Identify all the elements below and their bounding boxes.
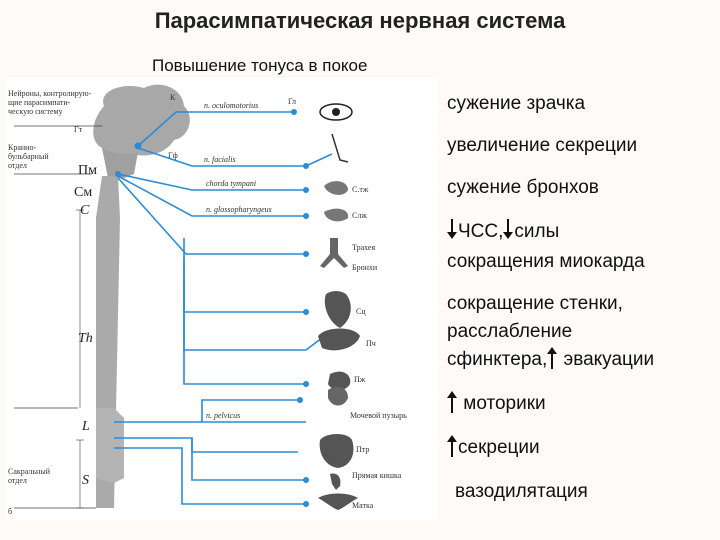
heart-label: Сц (356, 307, 366, 316)
facialis-label: n. facialis (204, 155, 236, 164)
effect-secretion: секреции (447, 434, 540, 462)
cranio-label-1: Кранио- (8, 143, 36, 152)
effect-bronchi: сужение бронхов (447, 177, 599, 198)
neurons-label-1: Нейроны, контролирую- (8, 89, 92, 98)
chorda-line (117, 173, 306, 191)
facialis-line (137, 147, 333, 167)
heart-icon (324, 291, 351, 328)
oculomotor-line (137, 111, 294, 147)
uterus-label: Матка (352, 501, 374, 510)
intestine-icon (319, 434, 354, 468)
parasympathetic-diagram: Нейроны, контролирую- щие парасимпати- ч… (6, 78, 438, 520)
chorda-label: chorda tympani (206, 179, 256, 188)
trachea-label: Трахея (352, 243, 375, 252)
slzh-label: Слж (352, 211, 367, 220)
stzh-label: С.тж (352, 185, 369, 194)
glosso-label: n. glossopharyngeus (206, 205, 272, 214)
sacral-rectum (114, 437, 306, 481)
effect-wall-c: сфинктера, (447, 349, 548, 370)
eye-label: Гл (288, 97, 296, 106)
liver-label: Пч (366, 339, 376, 348)
salivary-gland-icon (324, 181, 348, 195)
up-arrow-icon (447, 391, 457, 413)
page-subtitle: Повышение тонуса в покое (152, 56, 368, 75)
bladder-icon (328, 386, 348, 406)
effect-secretion-text: секреции (458, 437, 540, 458)
gt-label: Гт (74, 125, 83, 134)
bladder-label: Мочевой пузырь (350, 411, 407, 420)
glosso-line (117, 175, 306, 217)
brain-shape (93, 84, 190, 159)
vagus-pancreas (183, 278, 306, 385)
sublingual-gland-icon (324, 208, 349, 222)
pelvicus-label: n. pelvicus (206, 411, 240, 420)
vagus-liver (183, 258, 323, 351)
effect-wall-d: эвакуации (558, 349, 655, 370)
rectum-label: Прямая кишка (352, 471, 402, 480)
effect-secretion-increase: увеличение секреции (447, 135, 638, 156)
intestine-branch (191, 438, 298, 453)
vagus-heart (183, 238, 306, 313)
liver-icon (318, 328, 360, 351)
up-arrow-icon (547, 347, 558, 369)
effect-wall-line3: сфинктера, эвакуации (447, 346, 654, 374)
neurons-label-3: ческую систему (8, 107, 63, 116)
oculomotor-label: n. oculomotorius (204, 101, 258, 110)
k-label: К (170, 93, 176, 102)
sacral-label-2: отдел (8, 476, 27, 485)
ganglia (115, 109, 309, 507)
pancreas-label: Пж (354, 375, 366, 384)
bladder-branch (201, 399, 300, 422)
sacral-uterus (114, 447, 306, 505)
pm-label: Пм (78, 163, 97, 178)
brainstem-shape (102, 148, 138, 178)
down-arrow-icon (447, 219, 457, 239)
down-arrow-icon (503, 219, 514, 239)
intestine-label: Птр (356, 445, 369, 454)
s-label: S (82, 473, 89, 488)
th-label: Th (78, 331, 93, 346)
effect-vasodilation: вазодилятация (455, 481, 588, 502)
nerve-lines (114, 111, 333, 505)
page-title: Парасимпатическая нервная система (154, 8, 566, 33)
bronchi-label: Бронхи (352, 263, 378, 272)
cranio-label-2: бульбарный (8, 152, 49, 161)
b-label: б (8, 507, 12, 516)
nose-icon (331, 133, 349, 163)
organ-icons (318, 103, 360, 510)
cranio-label-3: отдел (8, 161, 27, 170)
up-arrow-icon (447, 435, 457, 457)
uterus-icon (318, 493, 358, 510)
vagus-trachea (117, 177, 306, 255)
effect-pupil: сужение зрачка (447, 93, 586, 114)
pancreas-icon (328, 371, 351, 390)
sm-label: См (74, 185, 92, 200)
effect-hr-b: силы (514, 221, 560, 242)
effect-wall-line2: расслабление (447, 321, 573, 342)
trachea-icon (320, 238, 348, 268)
gf-label: Гф (168, 151, 178, 160)
l-label: L (81, 419, 90, 434)
effect-hr-a: ЧСС, (458, 221, 504, 242)
neurons-label-2: щие парасимпати- (8, 98, 71, 107)
effect-motility: моторики (447, 390, 546, 418)
diagram-svg: Нейроны, контролирую- щие парасимпати- ч… (8, 84, 407, 516)
rectum-icon (330, 473, 341, 490)
c-label: C (80, 203, 90, 218)
effect-wall-line1: сокращение стенки, (447, 293, 623, 314)
effect-motility-text: моторики (458, 393, 546, 414)
sacral-label-1: Сакральный (8, 467, 51, 476)
effect-heart-line2: сокращения миокарда (447, 251, 645, 272)
effect-heart-line1: ЧСС, силы (447, 218, 559, 246)
lumbar-tissue (96, 408, 124, 483)
